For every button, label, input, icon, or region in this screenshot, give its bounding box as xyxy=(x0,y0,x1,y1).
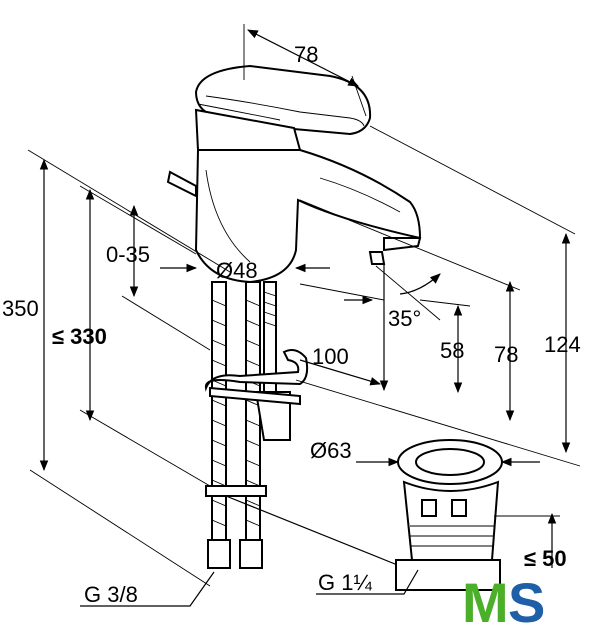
logo-letter-s: S xyxy=(508,571,545,634)
dim-spout-reach: 100 xyxy=(312,344,349,369)
dim-body-diameter: Ø48 xyxy=(216,258,258,283)
dim-hose-thread: G 3/8 xyxy=(84,582,138,607)
dim-total-350: 350 xyxy=(2,296,39,321)
dim-waste-thread: G 1¼ xyxy=(318,570,372,595)
dim-range: 0-35 xyxy=(106,242,150,267)
brand-logo: M S xyxy=(462,571,545,634)
logo-letter-m: M xyxy=(462,571,509,634)
pull-rod xyxy=(225,495,401,567)
dim-height-78: 78 xyxy=(494,342,518,367)
mounting-bracket xyxy=(204,349,309,441)
supply-hoses xyxy=(205,281,277,569)
faucet-body xyxy=(166,64,422,284)
dim-height-124: 124 xyxy=(544,332,581,357)
waste-valve xyxy=(395,439,503,591)
dim-max-330: ≤ 330 xyxy=(52,324,107,349)
dim-height-58: 58 xyxy=(440,338,464,363)
dim-top-width: 78 xyxy=(294,42,318,67)
dim-waste-diameter: Ø63 xyxy=(310,438,352,463)
dim-waste-depth: ≤ 50 xyxy=(524,546,567,571)
dim-spout-angle: 35° xyxy=(388,306,421,331)
dimension-lines xyxy=(27,24,581,607)
